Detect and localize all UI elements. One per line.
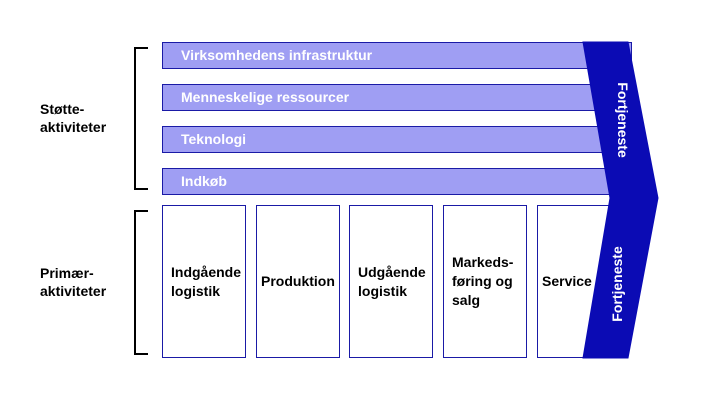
primary-activity-label: Produktion (261, 273, 335, 289)
support-activity-technology: Teknologi (162, 126, 632, 153)
primary-activity-label: Indgående logistik (171, 263, 242, 299)
support-activity-procurement: Indkøb (162, 168, 632, 195)
primary-activities-label: Primær- aktiviteter (40, 265, 107, 299)
primary-activity-marketing-sales: Markeds- føring og salg (443, 205, 527, 358)
support-activity-infrastructure: Virksomhedens infrastruktur (162, 42, 632, 69)
primary-activity-label: Markeds- føring og salg (452, 254, 514, 308)
support-activity-human-resources: Menneskelige ressourcer (162, 84, 632, 111)
support-bracket (134, 47, 148, 190)
primary-activity-label: Service (542, 273, 592, 289)
margin-shape (582, 41, 659, 359)
support-activities-label: Støtte- aktiviteter (40, 101, 107, 135)
primary-activity-outbound-logistics: Udgående logistik (349, 205, 433, 358)
primary-activity-label: Udgående logistik (358, 263, 426, 299)
primary-activity-production: Produktion (256, 205, 340, 358)
margin-label-top: Fortjeneste (615, 82, 631, 158)
margin-label-bottom: Fortjeneste (609, 246, 625, 322)
primary-activity-inbound-logistics: Indgående logistik (162, 205, 246, 358)
primary-bracket (134, 210, 148, 355)
